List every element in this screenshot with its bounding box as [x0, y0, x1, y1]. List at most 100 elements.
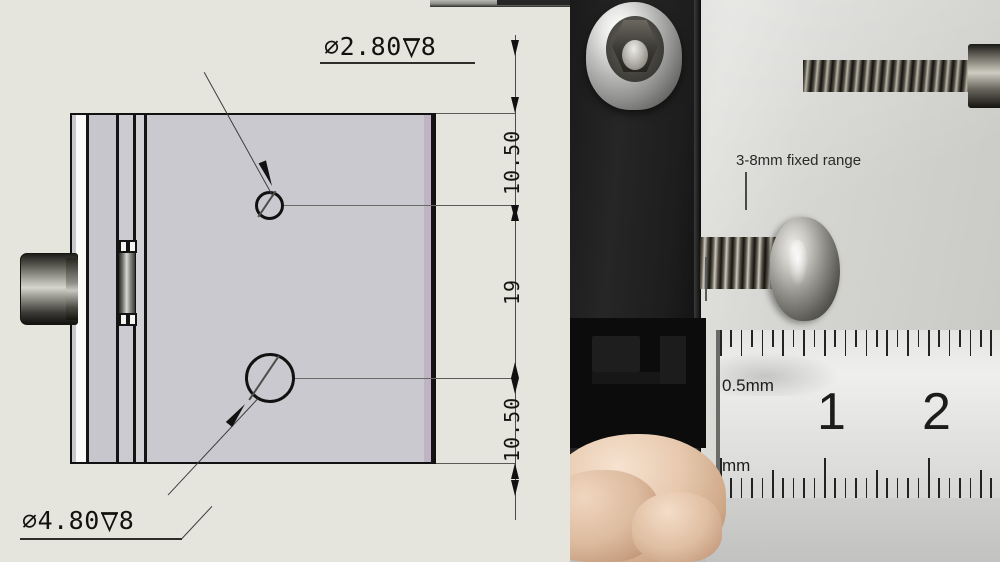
- diameter-symbol-lower: ⌀: [22, 506, 38, 535]
- ruler-tick: [740, 478, 743, 500]
- ruler-tick: [803, 478, 805, 500]
- ruler-tick: [907, 330, 909, 356]
- boss-notch-top-right: [128, 240, 137, 253]
- drawing-top-edge-dark: [497, 0, 570, 5]
- part-band-white: [76, 115, 86, 462]
- socket-screw-thread: [803, 60, 981, 92]
- ruler-tick: [730, 478, 732, 500]
- leader-tail-lower: [181, 505, 213, 539]
- depth-symbol-lower: [100, 510, 119, 533]
- extension-line-upper-hole: [436, 205, 516, 206]
- hole-lower-circle: [245, 353, 295, 403]
- dim-arrow-tail-top: [511, 40, 519, 56]
- part-band-gray-3: [136, 115, 144, 462]
- ruler-lower-scale-label: mm: [722, 456, 751, 475]
- ruler-tick: [761, 330, 764, 356]
- part-edge-line-4: [144, 115, 147, 462]
- ruler-tick: [720, 330, 722, 356]
- callout-underline-lower: [20, 538, 182, 540]
- ruler-tick: [917, 330, 920, 347]
- callout-upper-hole: ⌀2.80 8: [324, 32, 436, 61]
- dim-arrow-seg2-lower: [511, 362, 519, 378]
- dimension-value-middle: 19: [500, 278, 524, 305]
- ruler-tick: [928, 458, 930, 500]
- dimension-line-vertical: [515, 35, 516, 520]
- part-band-gray-1: [89, 115, 116, 462]
- button-head-screw-highlight: [788, 240, 808, 286]
- callout-value-lower: 4.80: [37, 506, 100, 535]
- ruler-tick: [824, 330, 826, 356]
- black-bracket-edge: [694, 0, 701, 480]
- reference-photo-panel: 3-8mm fixed range 0.5mm mm 1 2: [570, 0, 1000, 562]
- ruler-numeral-1: 1: [817, 383, 846, 441]
- ruler-tick: [980, 330, 982, 347]
- ruler-tick: [855, 478, 857, 500]
- ruler-tick: [834, 478, 836, 500]
- steel-ruler: [716, 330, 1000, 500]
- ruler-tick: [886, 478, 888, 500]
- dim-arrow-top-outer: [511, 97, 519, 113]
- dim-arrow-seg2-upper: [511, 205, 519, 221]
- ruler-tick: [876, 330, 878, 347]
- photo-background-lower: [706, 498, 1000, 562]
- ruler-tick: [980, 470, 982, 500]
- socket-screw-head: [968, 44, 1000, 108]
- part-edge-line-1: [86, 115, 89, 462]
- black-bracket-tab: [660, 336, 686, 384]
- annotation-range-tick: [705, 257, 707, 301]
- part-edge-line-5: [431, 115, 434, 462]
- ruler-tick: [792, 478, 795, 500]
- ruler-tick: [782, 330, 784, 356]
- ruler-tick: [751, 330, 753, 347]
- black-bracket-slot: [592, 372, 682, 384]
- callout-underline-upper: [320, 62, 475, 64]
- ruler-tick: [813, 330, 816, 347]
- ruler-tick: [751, 478, 753, 500]
- ruler-tick: [834, 330, 836, 347]
- ruler-tick: [969, 330, 972, 356]
- ruler-tick: [865, 478, 868, 500]
- boss-notch-bottom-right: [128, 313, 137, 326]
- ruler-tick: [948, 478, 951, 500]
- ruler-tick: [959, 478, 961, 500]
- dim-arrow-bottom-outer: [511, 463, 519, 479]
- callout-depth-lower: 8: [118, 506, 135, 535]
- boss-notch-bottom-left: [119, 313, 128, 326]
- ruler-tick: [876, 470, 878, 500]
- ruler-tick: [959, 330, 961, 347]
- ruler-tick: [990, 330, 992, 356]
- callout-value-upper: 2.80: [339, 32, 402, 61]
- ruler-tick: [855, 330, 857, 347]
- ruler-tick: [896, 330, 899, 347]
- ruler-numeral-2: 2: [922, 383, 951, 441]
- dimension-value-top: 10.50: [500, 129, 524, 195]
- black-bracket-notch: [592, 336, 640, 372]
- ruler-tick: [886, 330, 888, 356]
- ruler-tick: [782, 478, 784, 500]
- centerline-lower-hole: [295, 378, 516, 379]
- finger-lower-3: [632, 492, 722, 562]
- ruler-tick: [917, 478, 920, 500]
- ruler-tick: [990, 478, 992, 500]
- annotation-leader-line: [745, 172, 747, 210]
- ruler-tick: [969, 478, 972, 500]
- ruler-tick: [865, 330, 868, 356]
- dim-arrow-tail-bottom: [511, 480, 519, 496]
- ruler-tick: [938, 330, 940, 347]
- ruler-tick: [844, 330, 847, 356]
- hex-socket-highlight: [622, 40, 648, 70]
- extension-line-lower-hole: [436, 378, 516, 379]
- callout-depth-upper: 8: [420, 32, 437, 61]
- ruler-tick: [928, 330, 930, 356]
- left-screw-collar: [66, 258, 78, 320]
- callout-lower-hole: ⌀4.80 8: [22, 506, 134, 535]
- annotation-fixed-range: 3-8mm fixed range: [736, 152, 862, 169]
- ruler-scratch-marks: [720, 352, 840, 396]
- ruler-tick: [772, 330, 774, 347]
- ruler-tick: [824, 458, 826, 500]
- dimension-value-bottom: 10.50: [500, 396, 524, 462]
- ruler-tick: [844, 478, 847, 500]
- ruler-tick: [772, 470, 774, 500]
- ruler-upper-scale-label: 0.5mm: [722, 376, 774, 395]
- center-boss-shaft: [119, 252, 135, 314]
